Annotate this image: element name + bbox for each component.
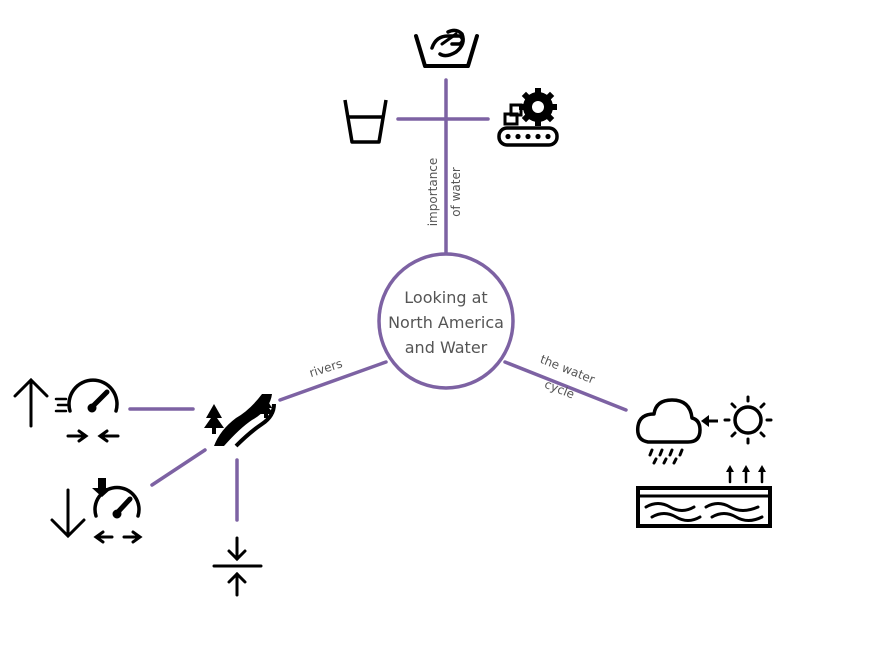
rivers-branch-line bbox=[278, 360, 388, 402]
water-glass-icon bbox=[343, 99, 388, 144]
compress-arrows-icon bbox=[212, 536, 263, 597]
water-cycle-label-line-2: cycle bbox=[542, 377, 576, 402]
rivers-label: rivers bbox=[307, 356, 344, 380]
center-title-line-1: Looking at bbox=[404, 288, 487, 307]
importance-label-line-2: of water bbox=[449, 167, 463, 217]
slow-flow-link-line bbox=[150, 448, 207, 487]
center-title-line-2: North America bbox=[388, 313, 504, 332]
center-node bbox=[377, 252, 515, 390]
connector-lines bbox=[128, 78, 628, 522]
up-arrow-speed-narrow-icon bbox=[13, 377, 120, 443]
water-cycle-branch-line bbox=[503, 360, 628, 412]
cloud-rain-sun-evaporation-icon bbox=[635, 395, 773, 528]
importance-label-line-1: importance bbox=[426, 158, 440, 227]
industry-conveyor-gear-icon bbox=[497, 88, 559, 147]
down-arrow-speed-wide-icon bbox=[50, 478, 143, 544]
river-trees-icon bbox=[204, 394, 276, 448]
center-title-line-3: and Water bbox=[405, 338, 488, 357]
hand-washing-basin-icon bbox=[414, 28, 479, 68]
